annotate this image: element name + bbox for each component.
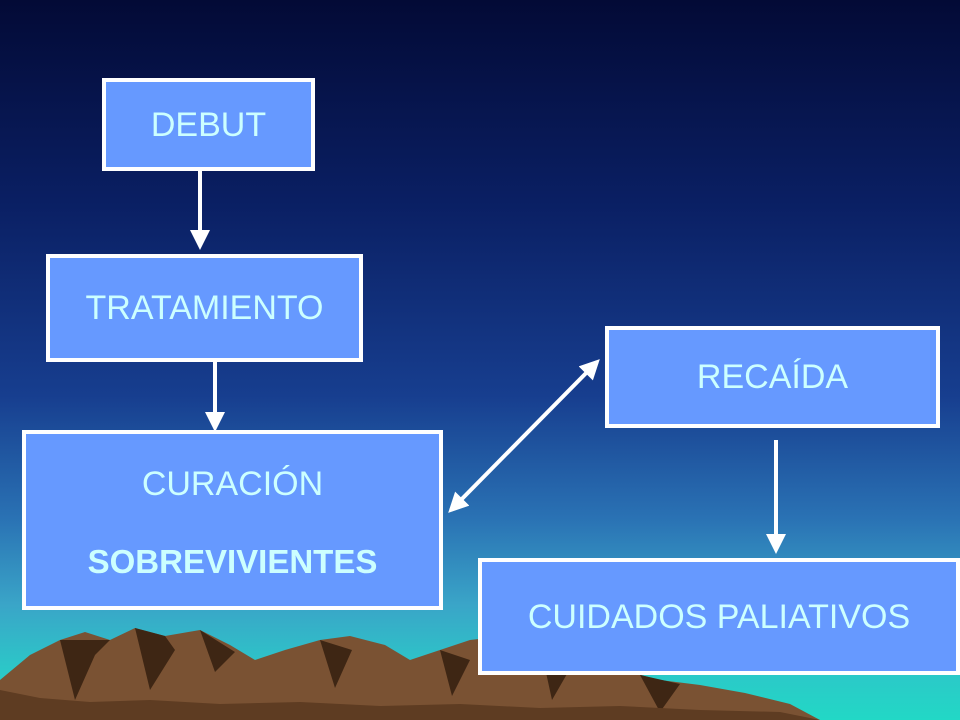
arrows [190,171,786,554]
node-cuidados-paliativos: CUIDADOS PALIATIVOS [478,558,960,675]
mountain-shape [0,628,820,720]
node-recaida: RECAÍDA [605,326,940,428]
node-tratamiento: TRATAMIENTO [46,254,363,362]
node-tratamiento-label: TRATAMIENTO [85,289,324,327]
node-recaida-label: RECAÍDA [696,358,849,396]
mountain-range [0,628,820,720]
node-debut-label: DEBUT [150,105,267,144]
node-curacion-sublabel: SOBREVIVIENTES [87,542,378,580]
mountain-ridge [0,690,820,720]
mountain-shadow [60,628,680,712]
node-debut: DEBUT [102,78,315,171]
node-curacion-label: CURACIÓN [141,464,324,503]
node-cuidados-label: CUIDADOS PALIATIVOS [527,597,911,636]
arrow-curacion-recaida-bidirectional [448,359,600,513]
node-curacion: CURACIÓN SOBREVIVIENTES [22,430,443,610]
